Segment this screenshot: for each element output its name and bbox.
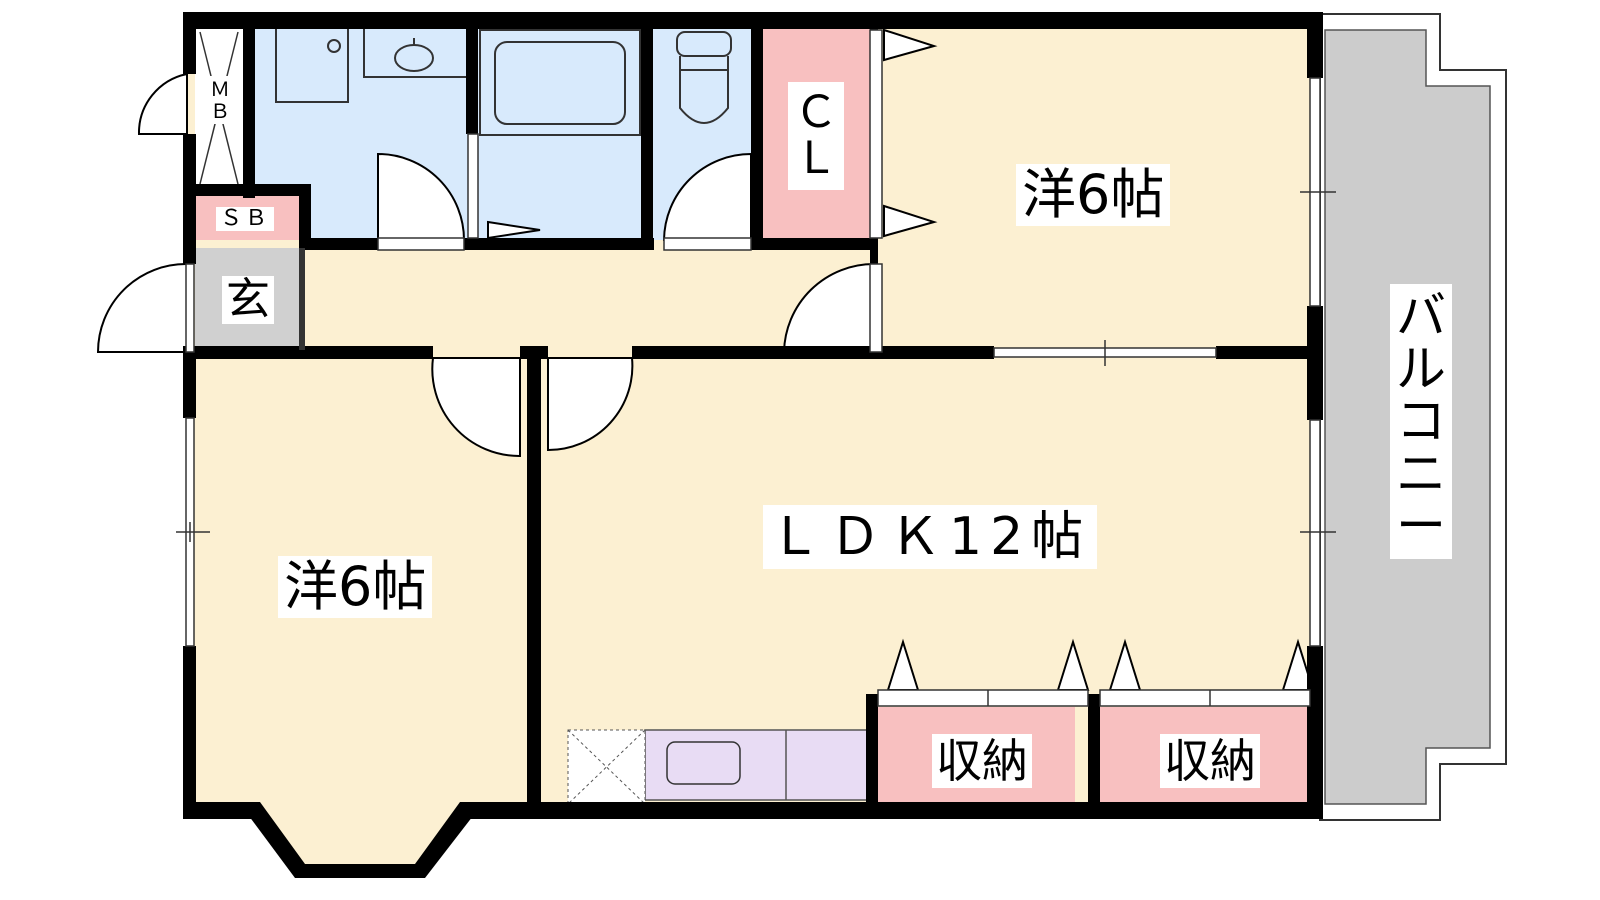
wall-left-a <box>183 12 196 74</box>
wall-entrance-right <box>299 248 305 350</box>
room-label-meter-box: ＭＢ <box>208 76 232 124</box>
closet-door-upper[interactable] <box>883 28 938 62</box>
room-label-western-lower: 洋6帖 <box>278 556 433 618</box>
storage-right-track <box>1099 689 1311 707</box>
room-label-ldk: ＬＤＫ12帖 <box>763 505 1098 569</box>
room-label-storage-left: 収納 <box>932 734 1032 788</box>
wall-storage-mid <box>1088 694 1100 814</box>
wall-bath-toilet <box>641 12 653 250</box>
wall-toilet-closet <box>751 12 763 250</box>
room-label-western-upper: 洋6帖 <box>1016 164 1171 226</box>
wall-mid-d <box>1216 346 1323 359</box>
toilet-door[interactable] <box>662 152 752 241</box>
bay-wall-bottom <box>295 864 425 878</box>
wall-wash-bath <box>466 12 478 134</box>
washroom-door[interactable] <box>377 152 466 241</box>
bathtub-icon <box>494 41 626 125</box>
walls <box>183 12 1323 878</box>
wall-right-b <box>1307 306 1323 420</box>
western-lower-door[interactable] <box>431 357 521 458</box>
closet-door-track <box>869 29 883 239</box>
meter-box-door[interactable] <box>137 72 188 135</box>
room-label-entrance: 玄 <box>222 276 274 324</box>
fridge-space <box>567 729 646 805</box>
washroom-door-jamb <box>377 237 465 251</box>
toilet-tank <box>676 31 732 57</box>
window-right-lower[interactable] <box>1309 419 1321 647</box>
wall-hall-right <box>870 238 878 264</box>
wall-left-c <box>183 352 196 418</box>
bath-side-jamb <box>467 133 479 239</box>
drain-icon <box>327 39 341 53</box>
wall-closet-right <box>870 12 878 30</box>
windows <box>176 29 1336 707</box>
wall-closet-bottom <box>751 238 875 250</box>
bay-window-floor <box>250 808 470 868</box>
wall-bottom-left <box>183 802 255 819</box>
wall-sb-top <box>183 184 311 196</box>
room-label-balcony: バルコニー <box>1390 284 1452 559</box>
kitchen-sink <box>666 741 741 785</box>
floor-fills <box>187 20 1314 868</box>
hall-door-jamb <box>869 263 883 353</box>
bathroom-door[interactable] <box>487 220 541 240</box>
storage-left-track <box>877 689 1089 707</box>
wall-right-a <box>1307 12 1323 78</box>
room-label-storage-right: 収納 <box>1160 734 1260 788</box>
wall-right-c <box>1307 646 1323 819</box>
wall-mid-a <box>183 346 433 359</box>
doors <box>96 28 1315 691</box>
wall-mb-right <box>243 12 255 198</box>
room-label-closet: ＣＬ <box>788 82 844 191</box>
room-label-shoe-box: ＳＢ <box>216 207 275 231</box>
bath-floor-line <box>479 29 641 136</box>
ldk-door[interactable] <box>547 357 634 452</box>
bay-wall-left <box>246 802 305 878</box>
bay-wall-right <box>415 802 476 878</box>
wall-sb-right <box>299 184 311 248</box>
wall-mid-c <box>632 346 994 359</box>
wall-left-d <box>183 646 196 819</box>
wall-western-ldk <box>527 346 541 816</box>
closet-door-lower[interactable] <box>883 204 938 238</box>
front-door[interactable] <box>96 262 188 353</box>
wall-bottom-right <box>460 802 1323 819</box>
toilet-door-jamb <box>663 237 752 251</box>
wall-left-b <box>183 134 196 264</box>
wall-storage-left <box>866 694 878 814</box>
window-left-entrance[interactable] <box>185 263 195 353</box>
wall-bath-bottom <box>464 238 654 250</box>
wall-wash-bottom-a <box>299 238 378 250</box>
toilet-bowl-icon <box>679 56 729 124</box>
